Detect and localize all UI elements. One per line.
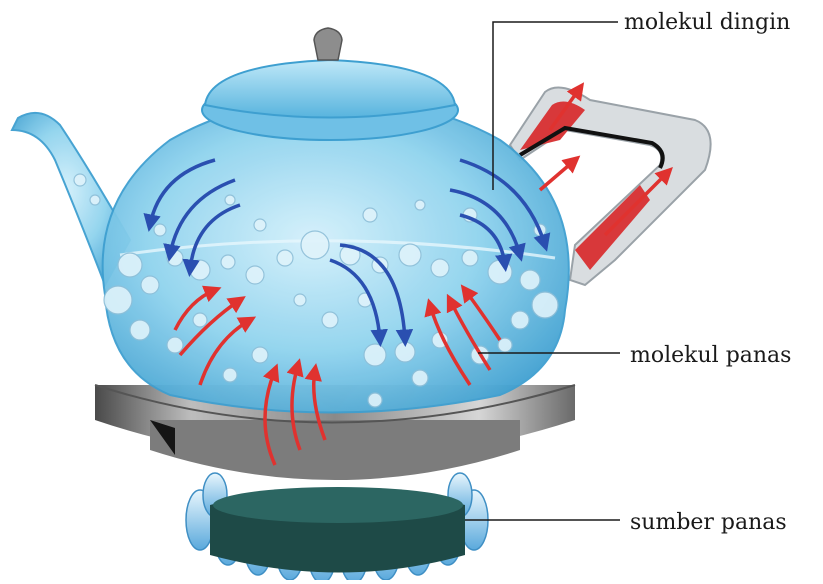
label-heat-source: sumber panas <box>630 512 787 534</box>
kettle-icon <box>103 28 569 413</box>
label-hot-molecules: molekul panas <box>630 345 791 367</box>
label-cold-molecules: molekul dingin <box>624 12 790 34</box>
burner-cap <box>210 487 465 573</box>
